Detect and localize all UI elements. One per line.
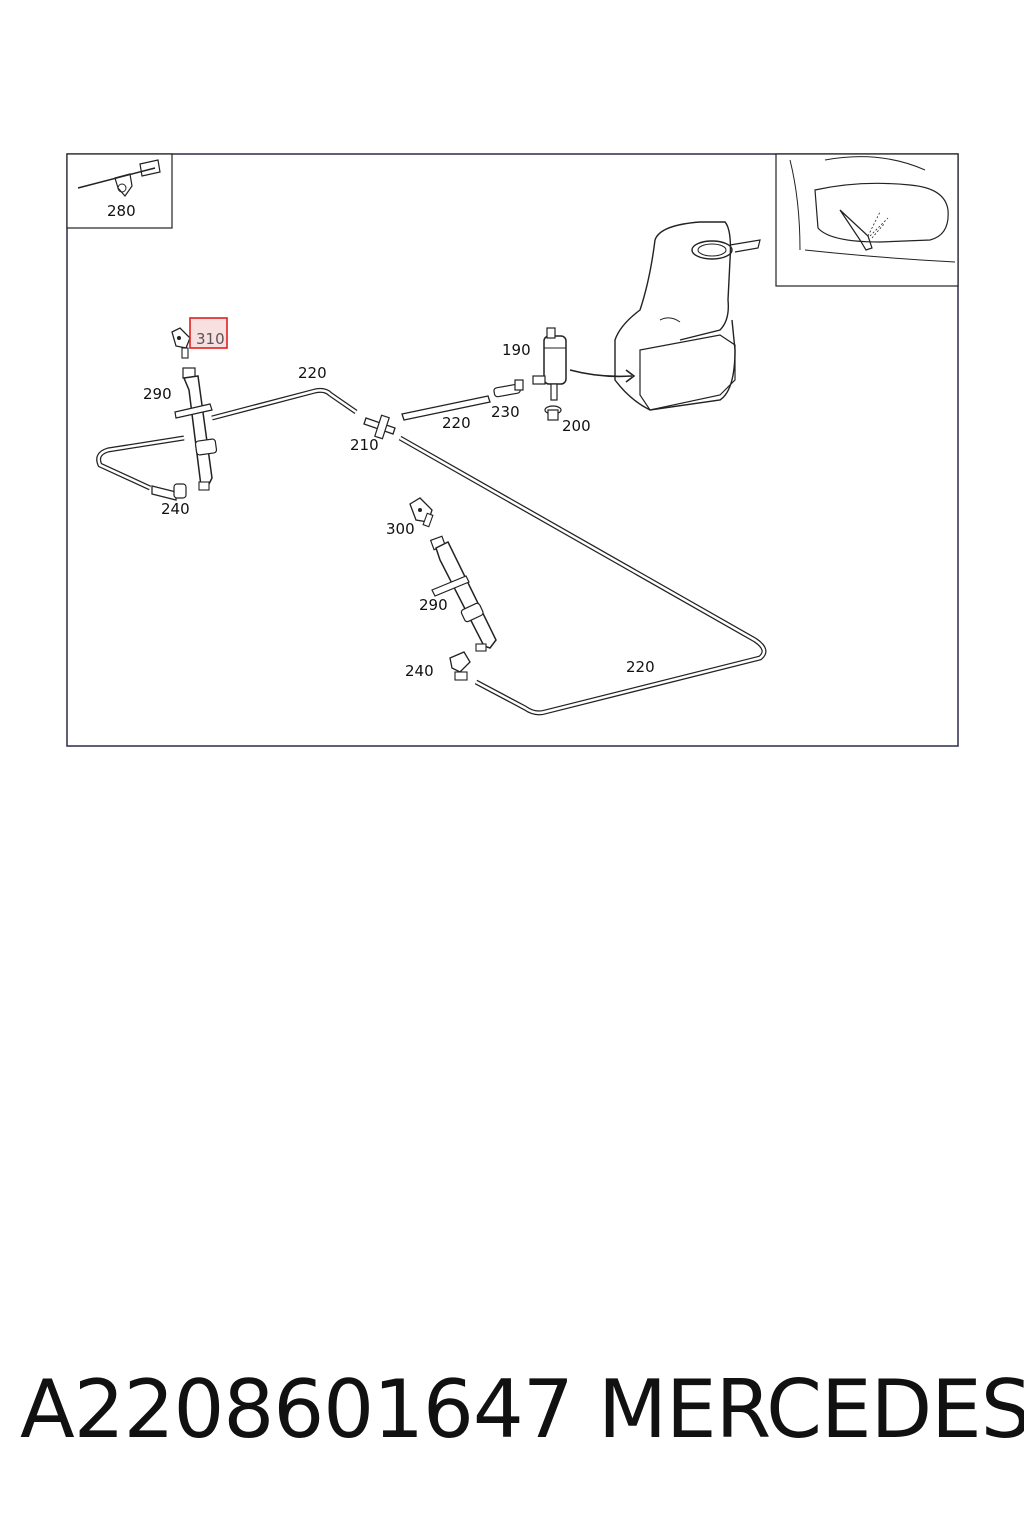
elbow-240-left: 240 xyxy=(151,481,210,518)
hose-220-upper: 220 xyxy=(96,364,358,491)
connector-230: 230 xyxy=(491,379,524,421)
washer-cylinder-290-left: 290 xyxy=(143,367,218,487)
grommet-200: 200 xyxy=(544,405,591,435)
parts-diagram: 280 xyxy=(66,153,959,747)
washer-pump-190: 190 xyxy=(502,327,636,401)
hose-220-long: 220 xyxy=(398,435,767,716)
elbow-240-right: 240 xyxy=(405,643,487,681)
callout-220-middle: 220 xyxy=(442,414,471,432)
hose-220-pump: 220 xyxy=(401,395,491,432)
callout-300: 300 xyxy=(386,520,415,538)
callout-200: 200 xyxy=(562,417,591,435)
washer-reservoir xyxy=(614,221,761,411)
inset-clip-280: 280 xyxy=(66,153,173,229)
callout-240-right: 240 xyxy=(405,662,434,680)
callout-290-right: 290 xyxy=(419,596,448,614)
callout-310: 310 xyxy=(196,330,225,348)
callout-240-left: 240 xyxy=(161,500,190,518)
inset-headlamp-view xyxy=(775,153,959,287)
washer-cylinder-290-right: 290 xyxy=(419,535,497,649)
diagram-frame xyxy=(66,153,959,747)
callout-280: 280 xyxy=(107,202,136,220)
nozzle-310: 310 xyxy=(171,317,228,359)
brand-name: MERCEDES xyxy=(598,1363,1024,1456)
callout-290-left: 290 xyxy=(143,385,172,403)
part-number: A2208601647 xyxy=(20,1363,574,1456)
callout-220-bottom: 220 xyxy=(626,658,655,676)
nozzle-300: 300 xyxy=(386,497,434,538)
highlight-box-310 xyxy=(189,317,228,349)
callout-190: 190 xyxy=(502,341,531,359)
t-piece-210: 210 xyxy=(350,414,396,454)
callout-210: 210 xyxy=(350,436,379,454)
callout-220-top: 220 xyxy=(298,364,327,382)
callout-230: 230 xyxy=(491,403,520,421)
